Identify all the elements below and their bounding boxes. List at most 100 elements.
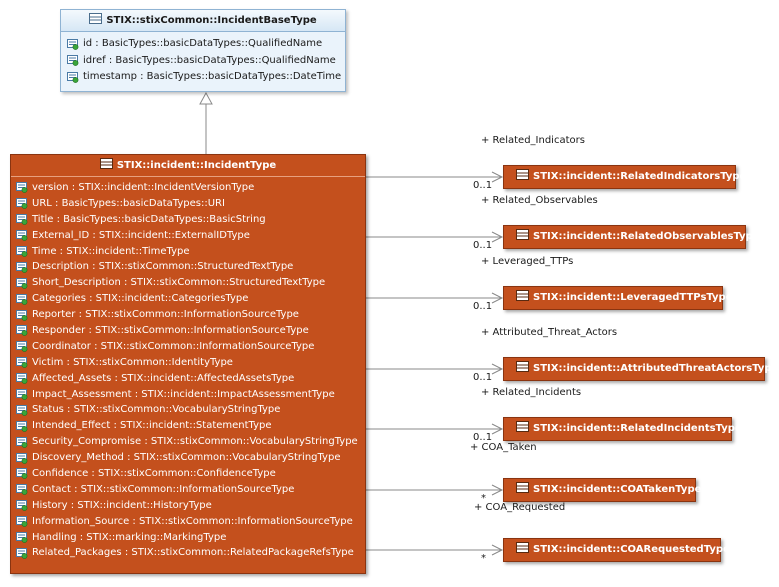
class-icon [516,227,529,240]
attribute-row[interactable]: Responder : STIX::stixCommon::Informatio… [16,323,365,339]
attribute-label: Title : BasicTypes::basicDataTypes::Basi… [32,213,266,225]
attribute-label: timestamp : BasicTypes::basicDataTypes::… [83,71,342,82]
attribute-label: Handling : STIX::marking::MarkingType [32,531,227,543]
association-arrowhead [491,171,504,183]
class-icon [89,11,103,24]
attribute-row[interactable]: Affected_Assets : STIX::incident::Affect… [16,371,365,387]
class-icon [516,167,529,180]
class-title: STIX::stixCommon::IncidentBaseType [106,15,317,26]
attribute-label: version : STIX::incident::IncidentVersio… [32,182,255,193]
association-multiplicity: 0..1 [473,432,493,443]
attribute-label: Status : STIX::stixCommon::VocabularyStr… [32,404,281,416]
association-role-label: + Leveraged_TTPs [481,256,574,267]
association-role-label: + COA_Taken [470,442,537,453]
attribute-label: Confidence : STIX::stixCommon::Confidenc… [32,468,276,480]
attribute-icon [16,436,28,448]
attribute-icon [16,420,28,432]
attribute-label: Information_Source : STIX::stixCommon::I… [32,515,353,527]
attribute-label: Responder : STIX::stixCommon::Informatio… [32,325,309,337]
attribute-label: Related_Packages : STIX::stixCommon::Rel… [32,547,354,559]
attribute-row[interactable]: Handling : STIX::marking::MarkingType [16,530,365,546]
attribute-label: External_ID : STIX::incident::ExternalID… [32,229,250,241]
attribute-row[interactable]: idref : BasicTypes::basicDataTypes::Qual… [67,53,345,70]
attribute-icon [16,246,28,257]
association-multiplicity: 0..1 [473,180,493,191]
attribute-row[interactable]: version : STIX::incident::IncidentVersio… [16,180,365,196]
attribute-icon [16,484,28,496]
attribute-row[interactable]: Related_Packages : STIX::stixCommon::Rel… [16,545,365,561]
attribute-row[interactable]: Security_Compromise : STIX::stixCommon::… [16,434,365,450]
attribute-icon [16,516,28,528]
target-class-title: STIX::incident::RelatedIncidentsType [533,423,742,434]
attribute-row[interactable]: Reporter : STIX::stixCommon::Information… [16,307,365,323]
target-class-box[interactable]: STIX::incident::RelatedIndicatorsType [503,165,746,189]
attribute-row[interactable]: Categories : STIX::incident::CategoriesT… [16,291,365,307]
attribute-row[interactable]: Discovery_Method : STIX::stixCommon::Voc… [16,450,365,466]
attribute-label: idref : BasicTypes::basicDataTypes::Qual… [83,54,336,66]
attribute-icon [16,341,28,353]
target-class-box[interactable]: STIX::incident::AttributedThreatActorsTy… [503,357,778,381]
class-icon [516,288,529,301]
attribute-row[interactable]: Short_Description : STIX::stixCommon::St… [16,275,365,291]
target-class-title: STIX::incident::RelatedIndicatorsType [533,171,747,182]
class-icon [516,359,529,372]
attribute-row[interactable]: Impact_Assessment : STIX::incident::Impa… [16,387,365,403]
association-arrowhead [491,292,504,304]
attribute-icon [16,325,28,337]
attribute-row[interactable]: Status : STIX::stixCommon::VocabularyStr… [16,402,365,418]
attribute-row[interactable]: Information_Source : STIX::stixCommon::I… [16,514,365,530]
association-multiplicity: * [481,553,486,564]
attribute-icon [16,500,28,512]
attribute-icon [16,182,28,194]
attribute-label: Affected_Assets : STIX::incident::Affect… [32,372,295,384]
target-class-box[interactable]: STIX::incident::COATakenType [503,478,701,502]
attribute-row[interactable]: Description : STIX::stixCommon::Structur… [16,259,365,275]
attribute-icon [67,38,79,50]
association-arrowhead [491,231,504,243]
attribute-icon [16,532,28,543]
attribute-label: id : BasicTypes::basicDataTypes::Qualifi… [83,38,323,49]
attribute-row[interactable]: Confidence : STIX::stixCommon::Confidenc… [16,466,365,482]
class-icon [516,540,529,553]
target-class-box[interactable]: STIX::incident::LeveragedTTPsType [503,286,733,310]
association-arrowhead [491,544,504,556]
association-multiplicity: 0..1 [473,301,493,312]
attribute-row[interactable]: Victim : STIX::stixCommon::IdentityType [16,355,365,371]
association-arrowhead [491,423,504,435]
attribute-label: Short_Description : STIX::stixCommon::St… [32,277,326,289]
association-role-label: + Related_Incidents [481,387,582,398]
attribute-row[interactable]: Intended_Effect : STIX::incident::Statem… [16,418,365,434]
association-role-label: + Related_Observables [481,195,598,206]
incident-base-type-class[interactable]: STIX::stixCommon::IncidentBaseType id : … [60,9,346,92]
attribute-row[interactable]: timestamp : BasicTypes::basicDataTypes::… [67,69,345,86]
target-class-box[interactable]: STIX::incident::RelatedObservablesType [503,225,760,249]
attribute-icon [67,71,79,83]
attribute-label: Categories : STIX::incident::CategoriesT… [32,293,249,305]
target-class-box[interactable]: STIX::incident::COARequestedType [503,538,730,562]
target-class-title: STIX::incident::LeveragedTTPsType [533,292,733,303]
association-arrowhead [491,484,504,496]
attribute-label: Intended_Effect : STIX::incident::Statem… [32,420,272,432]
attribute-icon [16,452,28,464]
attribute-row[interactable]: Title : BasicTypes::basicDataTypes::Basi… [16,212,365,228]
attribute-row[interactable]: History : STIX::incident::HistoryType [16,498,365,514]
attribute-icon [67,55,79,67]
attribute-row[interactable]: Contact : STIX::stixCommon::InformationS… [16,482,365,498]
target-class-box[interactable]: STIX::incident::RelatedIncidentsType [503,417,742,441]
attribute-row[interactable]: id : BasicTypes::basicDataTypes::Qualifi… [67,36,345,53]
incident-type-class[interactable]: STIX::incident::IncidentType version : S… [10,154,366,574]
attribute-icon [16,309,28,321]
attribute-row[interactable]: Coordinator : STIX::stixCommon::Informat… [16,339,365,355]
attribute-label: Discovery_Method : STIX::stixCommon::Voc… [32,452,341,464]
attribute-icon [16,373,28,385]
attribute-label: Description : STIX::stixCommon::Structur… [32,261,294,273]
attribute-icon [16,293,28,305]
class-header: STIX::stixCommon::IncidentBaseType [61,10,345,32]
attribute-icon [16,404,28,416]
attribute-row[interactable]: External_ID : STIX::incident::ExternalID… [16,228,365,244]
association-role-label: + Attributed_Threat_Actors [481,327,618,338]
attribute-row[interactable]: Time : STIX::incident::TimeType [16,244,365,260]
attribute-icon [16,261,28,273]
attribute-row[interactable]: URL : BasicTypes::basicDataTypes::URI [16,196,365,212]
